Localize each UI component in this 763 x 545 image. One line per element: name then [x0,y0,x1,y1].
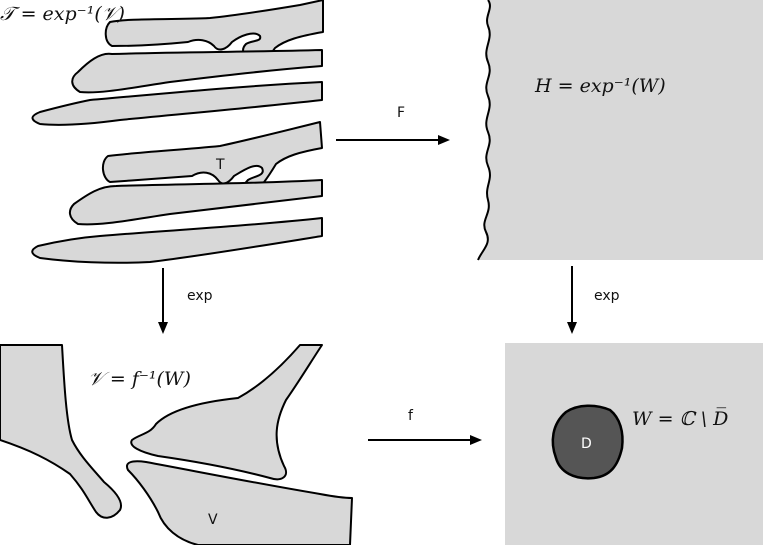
tracts-panel: 𝒯 = exp⁻¹(𝒱) T [0,0,324,264]
arrow-f-upper-label: F [397,105,405,121]
disk-d [551,404,624,480]
tract-v-panel: 𝒱 = f⁻¹(W) V [0,344,353,545]
disk-d-label: D [581,436,592,452]
half-plane-label: H = exp⁻¹(W) [534,75,666,97]
tract-strip-3 [68,179,323,226]
left-region [0,344,122,519]
tract-top [104,0,324,61]
tract-middle [102,121,323,196]
tract-strip-4 [31,217,323,264]
arrow-exp-right: exp [567,266,620,334]
tract-strip-2 [31,81,323,126]
region-v-label: V [208,512,218,528]
arrow-exp-left-label: exp [187,288,213,304]
domain-w-label: W = ℂ \ D̅ [632,408,728,430]
tract-strip-1 [71,49,323,94]
arrow-f-lower-label: f [408,408,414,424]
tracts-label: 𝒯 = exp⁻¹(𝒱) [0,3,125,25]
domain-w-region [505,343,763,545]
domain-w-panel: D W = ℂ \ D̅ [505,343,763,545]
half-plane-panel: H = exp⁻¹(W) [477,0,763,261]
tract-v-label: 𝒱 = f⁻¹(W) [88,368,191,390]
region-t-label: T [215,157,225,173]
upper-fragment [130,344,323,481]
half-plane-boundary [477,0,491,261]
tract-v-region [126,460,353,545]
arrow-exp-left: exp [158,268,213,334]
arrow-f-lower: f [368,408,482,445]
arrow-f-upper: F [336,105,450,145]
arrow-exp-right-label: exp [594,288,620,304]
half-plane-region [478,0,763,260]
